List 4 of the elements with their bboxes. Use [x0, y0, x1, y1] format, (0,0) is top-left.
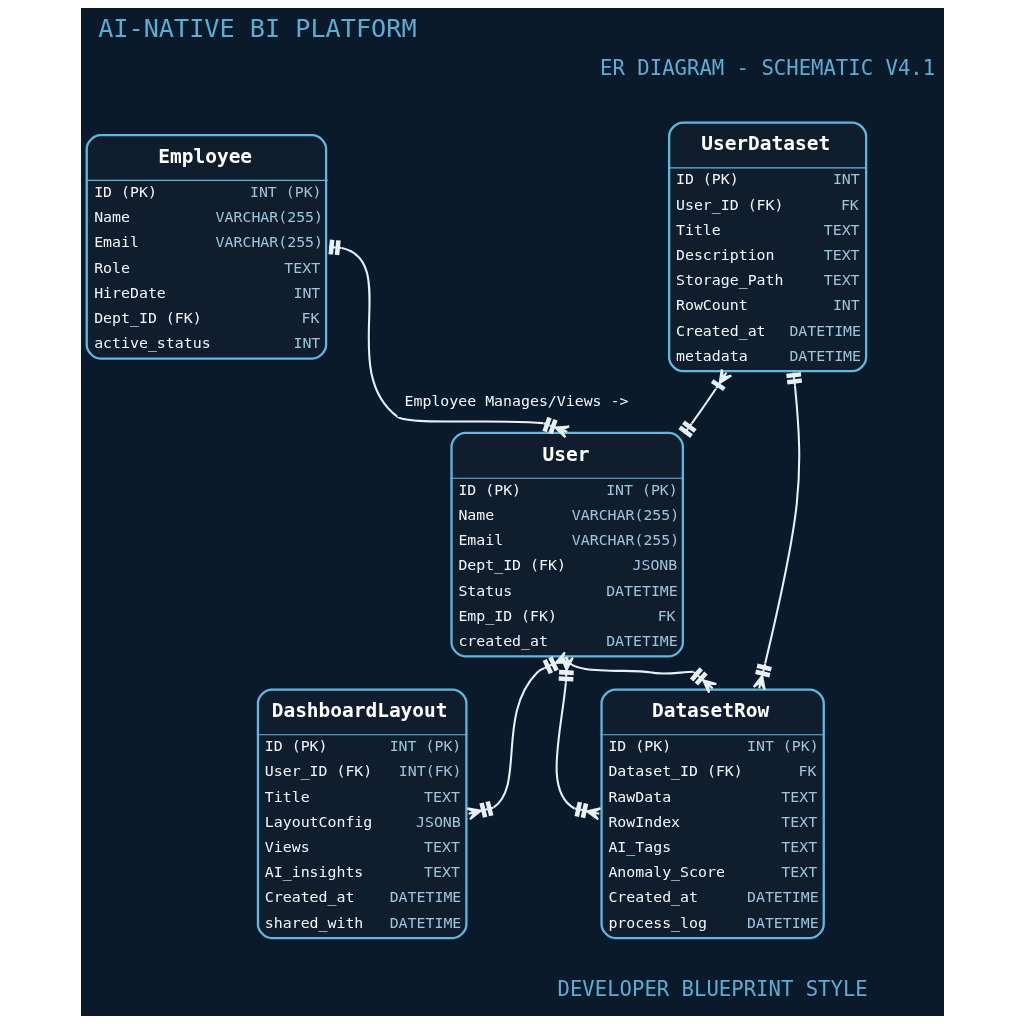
diagram-title: AI-NATIVE BI PLATFORM	[97, 14, 417, 44]
label: DEVELOPER BLUEPRINT STYLE	[557, 976, 868, 1001]
label: ER DIAGRAM - SCHEMATIC V4.1	[599, 55, 935, 80]
edge-label: Employee Manages/Views ->	[404, 391, 628, 410]
